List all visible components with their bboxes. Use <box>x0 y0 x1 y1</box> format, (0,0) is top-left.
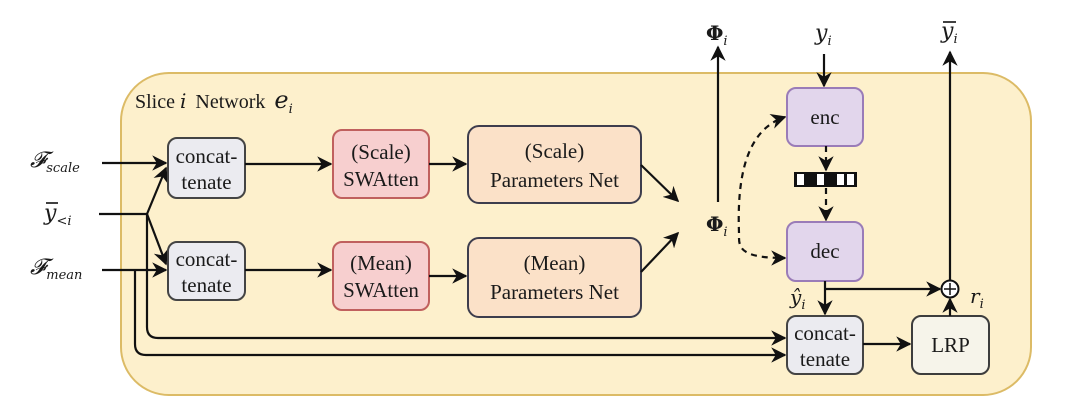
params-net-mean-block: (Mean) Parameters Net <box>467 237 642 318</box>
svg-text:SWAtten: SWAtten <box>343 167 419 191</box>
output-y-bar-label: yi <box>940 19 958 47</box>
swatten-mean-block: (Mean) SWAtten <box>332 241 430 311</box>
input-f-scale-label: 𝓕scale <box>30 148 80 176</box>
latent-cell <box>797 174 804 185</box>
quantized-latent <box>794 172 857 187</box>
y-hat-label: ŷi <box>789 285 805 313</box>
concat-mean-block: concat- tenate <box>167 241 246 301</box>
svg-text:Parameters Net: Parameters Net <box>490 168 619 192</box>
encoder-block: enc <box>786 87 864 147</box>
edge-f-mean-to-concat-out <box>133 270 787 363</box>
slice-network-container <box>120 72 1032 396</box>
phi-output-label: Φi <box>706 21 728 49</box>
edge-y-prev-to-concat-out <box>145 214 787 346</box>
lrp-block: LRP <box>911 315 990 375</box>
input-y-prev-label: y<i <box>43 201 72 229</box>
edge-params-mean-out <box>640 231 680 273</box>
edge-y-prev-to-concat-scale <box>145 166 168 215</box>
svg-text:concat-: concat- <box>176 144 238 168</box>
concat-output-block: concat- tenate <box>786 315 864 375</box>
svg-text:(Mean): (Mean) <box>350 251 412 275</box>
input-y-i-label: yi <box>814 21 832 49</box>
concat-scale-block: concat- tenate <box>167 137 246 199</box>
svg-text:(Mean): (Mean) <box>524 251 586 275</box>
svg-text:Parameters Net: Parameters Net <box>490 280 619 304</box>
phi-mid-label: Φi <box>706 212 728 240</box>
edge-params-scale-out <box>640 164 680 203</box>
svg-text:enc: enc <box>810 105 839 129</box>
svg-text:y<i: y<i <box>43 201 72 229</box>
svg-text:yi: yi <box>940 19 958 47</box>
input-f-mean-label: 𝓕mean <box>30 255 82 283</box>
latent-cell <box>807 174 814 185</box>
svg-text:tenate: tenate <box>181 170 231 194</box>
sum-node <box>940 279 960 299</box>
svg-text:concat-: concat- <box>794 321 856 345</box>
params-net-scale-block: (Scale) Parameters Net <box>467 125 642 204</box>
svg-text:LRP: LRP <box>931 333 970 357</box>
svg-text:tenate: tenate <box>800 347 850 371</box>
network-title: Slice i Network ei <box>135 86 293 117</box>
latent-cell <box>817 174 824 185</box>
edge-y-prev-to-concat-mean <box>145 213 169 266</box>
latent-cell <box>837 174 844 185</box>
svg-text:(Scale): (Scale) <box>351 140 410 164</box>
edge-phi-to-dec-dashed <box>737 237 787 266</box>
svg-text:SWAtten: SWAtten <box>343 278 419 302</box>
latent-cell <box>847 174 854 185</box>
svg-text:tenate: tenate <box>181 273 231 297</box>
decoder-block: dec <box>786 221 864 282</box>
r-i-label: ri <box>970 284 984 312</box>
svg-text:concat-: concat- <box>176 247 238 271</box>
svg-text:(Scale): (Scale) <box>525 139 584 163</box>
svg-text:dec: dec <box>810 239 839 263</box>
latent-cell <box>827 174 834 185</box>
swatten-scale-block: (Scale) SWAtten <box>332 129 430 199</box>
